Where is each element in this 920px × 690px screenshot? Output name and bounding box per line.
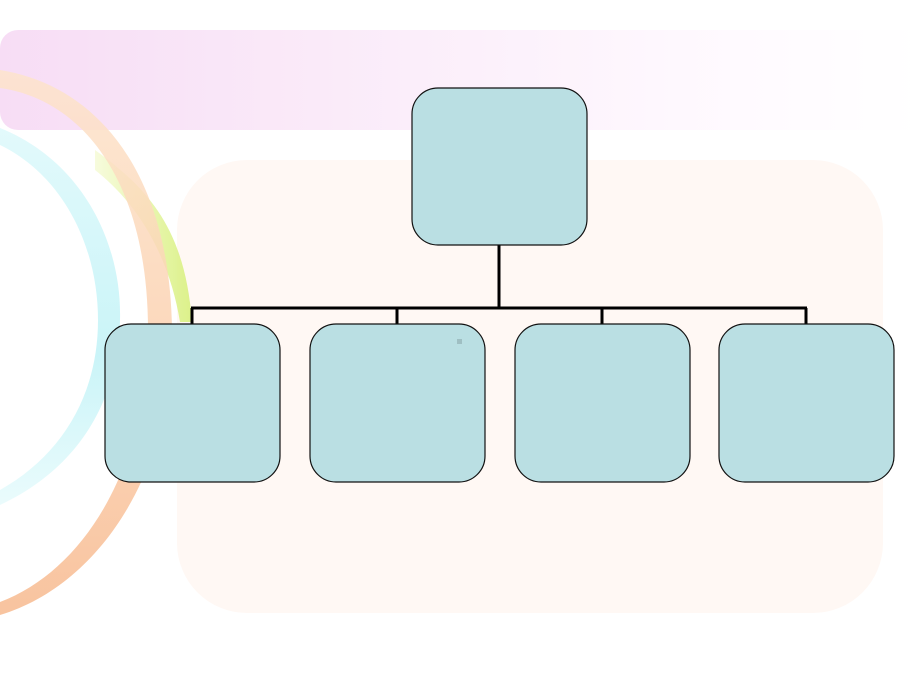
child-node-2[interactable] — [309, 323, 486, 483]
connectors — [190, 245, 808, 324]
child-node-1-box — [104, 323, 281, 483]
swoosh-cyan-arc — [0, 128, 121, 505]
child-node-3[interactable] — [514, 323, 691, 483]
child-node-1[interactable] — [104, 323, 281, 483]
child-node-4[interactable] — [718, 323, 895, 483]
root-node[interactable] — [411, 87, 588, 246]
child-node-4-box — [718, 323, 895, 483]
child-node-2-box — [309, 323, 486, 483]
root-node-box — [411, 87, 588, 246]
swoosh-green-arc — [95, 150, 192, 322]
child-node-3-box — [514, 323, 691, 483]
text-cursor-marker — [457, 339, 462, 344]
